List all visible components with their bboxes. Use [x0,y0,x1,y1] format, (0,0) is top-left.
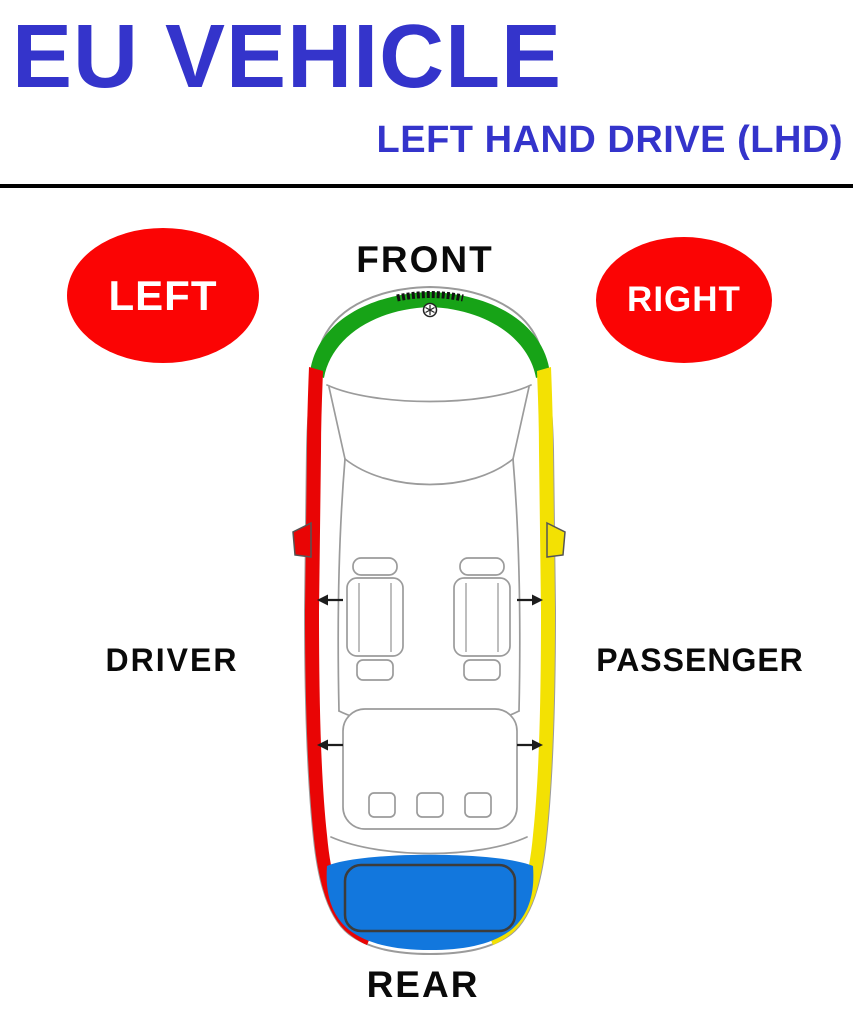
label-driver: DRIVER [105,642,239,678]
page-subtitle: LEFT HAND DRIVE (LHD) [376,119,843,161]
right-mirror [546,521,566,558]
right-side-badge: RIGHT [596,237,772,363]
label-rear: REAR [366,964,480,1005]
rear-highlight-blue [326,854,534,950]
front-grille-strip [396,291,464,302]
header-divider [0,184,853,188]
page-title: EU VEHICLE [12,7,563,107]
front-highlight-green [310,292,550,378]
side-direction-arrows [317,594,543,751]
rear-bench-seat [342,708,518,830]
hood-emblem [422,302,438,318]
left-side-highlight-red [305,367,373,945]
car-top-view-diagram [292,285,566,956]
car-interior-lines [326,384,532,855]
label-passenger: PASSENGER [596,642,804,678]
left-side-badge: LEFT [67,228,259,363]
label-front: FRONT [356,239,494,280]
right-side-badge-label: RIGHT [627,280,741,319]
trunk-outline [343,863,517,933]
right-side-highlight-yellow [487,367,555,945]
front-seats [346,557,511,681]
left-side-badge-label: LEFT [108,271,218,319]
left-mirror [292,521,312,558]
